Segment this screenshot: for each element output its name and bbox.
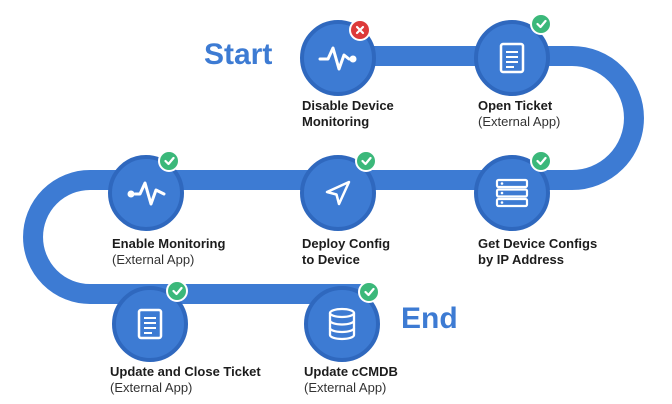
step-title-line2: to Device: [302, 252, 360, 267]
step-title: Disable Device: [302, 98, 394, 113]
step-label-deploy-config: Deploy Config to Device: [302, 236, 390, 268]
step-subtitle: (External App): [304, 380, 387, 395]
checkmark-icon: [163, 156, 175, 166]
end-marker: End: [401, 302, 458, 335]
step-label-open-ticket: Open Ticket (External App): [478, 98, 560, 130]
step-get-device-configs[interactable]: [474, 155, 550, 231]
step-update-ccmdb[interactable]: [304, 286, 380, 362]
step-enable-monitoring[interactable]: [108, 155, 184, 231]
activity-pulse-icon: [127, 181, 166, 206]
error-badge: [349, 19, 371, 41]
document-icon: [499, 42, 525, 74]
step-title-line2: Monitoring: [302, 114, 370, 129]
success-badge: [530, 13, 552, 35]
step-label-disable-device-monitoring: Disable Device Monitoring: [302, 98, 394, 130]
step-subtitle: (External App): [478, 114, 561, 129]
database-icon: [328, 307, 356, 341]
step-title: Open Ticket: [478, 98, 553, 113]
checkmark-icon: [535, 156, 547, 166]
success-badge: [358, 281, 380, 303]
close-icon: [355, 25, 365, 35]
success-badge: [166, 280, 188, 302]
step-title: Update cCMDB: [304, 364, 398, 379]
document-icon: [137, 308, 163, 340]
checkmark-icon: [363, 287, 375, 297]
server-stack-icon: [495, 178, 529, 208]
step-title: Enable Monitoring: [112, 236, 226, 251]
success-badge: [530, 150, 552, 172]
send-arrow-icon: [325, 180, 351, 206]
success-badge: [158, 150, 180, 172]
checkmark-icon: [360, 156, 372, 166]
step-title-line2: by IP Address: [478, 252, 564, 267]
checkmark-icon: [535, 19, 547, 29]
success-badge: [355, 150, 377, 172]
step-label-update-ccmdb: Update cCMDB (External App): [304, 364, 398, 396]
step-label-update-close-ticket: Update and Close Ticket (External App): [110, 364, 261, 396]
step-title: Get Device Configs: [478, 236, 598, 251]
step-title: Deploy Config: [302, 236, 391, 251]
step-subtitle: (External App): [110, 380, 193, 395]
step-subtitle: (External App): [112, 252, 195, 267]
step-label-enable-monitoring: Enable Monitoring (External App): [112, 236, 225, 268]
start-marker: Start: [204, 38, 273, 71]
checkmark-icon: [171, 286, 183, 296]
step-title: Update and Close Ticket: [110, 364, 261, 379]
activity-pulse-icon: [318, 46, 357, 71]
step-label-get-device-configs: Get Device Configs by IP Address: [478, 236, 597, 268]
